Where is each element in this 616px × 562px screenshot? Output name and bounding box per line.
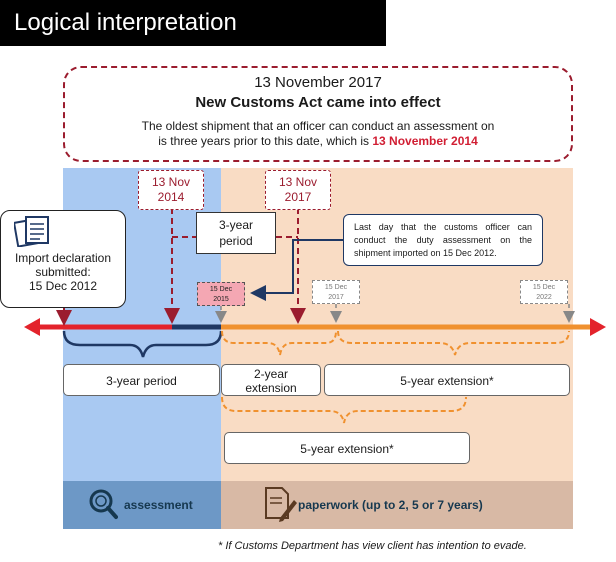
date-tag-dec-2017: 15 Dec 2017 bbox=[312, 280, 360, 304]
nov-2017-box: 13 Nov 2017 bbox=[265, 170, 331, 210]
import-line3: 15 Dec 2012 bbox=[28, 279, 98, 293]
footnote: * If Customs Department has view client … bbox=[218, 540, 527, 552]
announcement-highlight-date: 13 November 2014 bbox=[372, 134, 478, 148]
nov-2014-line2: 2014 bbox=[157, 190, 185, 204]
import-line1: Import declaration bbox=[14, 251, 112, 265]
dec2022-line1: 15 Dec bbox=[532, 284, 556, 291]
timeline-right-arrow bbox=[590, 318, 606, 336]
paperwork-label: paperwork (up to 2, 5 or 7 years) bbox=[298, 498, 483, 512]
date-tag-connectors bbox=[215, 304, 575, 323]
three-year-brace bbox=[62, 330, 223, 358]
assessment-label: assessment bbox=[124, 498, 193, 512]
date-tag-dec-2022: 15 Dec 2022 bbox=[520, 280, 568, 304]
two-year-line2: extension bbox=[245, 381, 297, 395]
three-year-period-box: 3-year period bbox=[196, 212, 276, 254]
search-icon bbox=[89, 489, 118, 519]
document-icon bbox=[14, 216, 49, 247]
main-timeline bbox=[24, 318, 606, 336]
date-tag-dec-2015: 15 Dec 2015 bbox=[197, 282, 245, 306]
page-title: Logical interpretation bbox=[0, 0, 386, 46]
five-year-extension-label-a: 5-year extension* bbox=[324, 364, 570, 396]
timeline-left-arrow bbox=[24, 318, 40, 336]
dec2017-line1: 15 Dec bbox=[324, 284, 348, 291]
nov-2017-line1: 13 Nov bbox=[278, 175, 318, 189]
extension-braces bbox=[221, 330, 570, 424]
period-line2: period bbox=[219, 234, 253, 248]
three-year-period-label: 3-year period bbox=[63, 364, 220, 396]
last-day-callout: Last day that the customs officer can co… bbox=[343, 214, 543, 266]
two-year-extension-label: 2-year extension bbox=[221, 364, 321, 396]
two-year-line1: 2-year bbox=[253, 367, 288, 381]
announcement-headline: New Customs Act came into effect bbox=[195, 94, 441, 111]
announcement-date: 13 November 2017 bbox=[254, 74, 382, 91]
nov-connectors bbox=[164, 208, 306, 324]
dec2017-line2: 2017 bbox=[328, 294, 344, 301]
dec2015-line1: 15 Dec bbox=[209, 286, 233, 293]
announcement-desc-line2: is three years prior to this date, which… bbox=[158, 134, 373, 148]
nov-2017-line2: 2017 bbox=[284, 190, 312, 204]
announcement-description: The oldest shipment that an officer can … bbox=[65, 119, 571, 149]
nov-2014-line1: 13 Nov bbox=[151, 175, 191, 189]
nov-2014-box: 13 Nov 2014 bbox=[138, 170, 204, 210]
announcement-desc-line1: The oldest shipment that an officer can … bbox=[141, 119, 495, 133]
dec2015-line2: 2015 bbox=[213, 296, 229, 303]
five-year-extension-label-b: 5-year extension* bbox=[224, 432, 470, 464]
announcement-box: 13 November 2017 New Customs Act came in… bbox=[63, 66, 573, 162]
last-day-connector bbox=[250, 239, 343, 301]
dec2022-line2: 2022 bbox=[536, 294, 552, 301]
assessment-footer-band bbox=[63, 481, 221, 529]
period-line1: 3-year bbox=[218, 218, 253, 232]
import-line2: submitted: bbox=[35, 265, 91, 279]
paperwork-pen-icon bbox=[265, 487, 297, 522]
